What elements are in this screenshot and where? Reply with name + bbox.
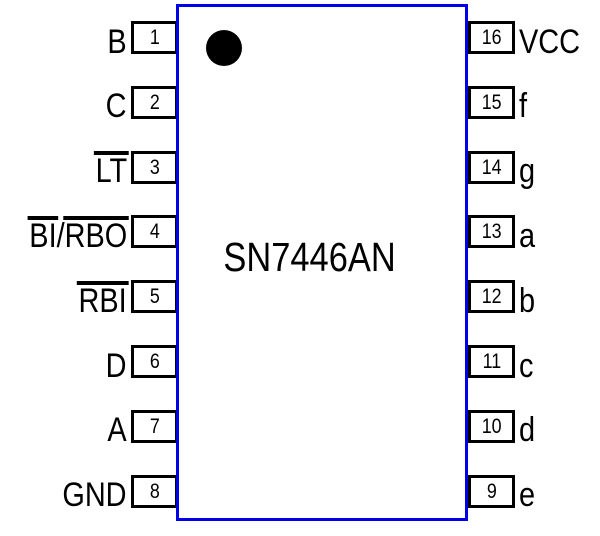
pin-label-vcc: VCC [519, 25, 580, 59]
pin-box-16: 16 [468, 21, 515, 54]
pin-box-13: 13 [468, 215, 515, 249]
label-part: f [519, 87, 528, 126]
pin-label-bi-rbo: BI/RBO [29, 219, 127, 253]
pin-box-5: 5 [131, 280, 178, 314]
pin-number-13: 13 [481, 220, 502, 244]
label-part-overlined: BI [29, 216, 57, 255]
pin-box-15: 15 [468, 85, 515, 119]
label-part: D [106, 346, 127, 385]
pin-label-a: a [519, 219, 535, 253]
pin-number-1: 1 [149, 26, 160, 49]
pin-label-d: d [519, 413, 535, 447]
label-part: GND [62, 476, 127, 515]
pin-label-g: g [519, 154, 535, 188]
label-part: C [106, 87, 127, 126]
pin-label-lt: LT [95, 154, 127, 188]
pin-number-3: 3 [149, 155, 160, 179]
pin-box-9: 9 [468, 474, 515, 508]
pin-number-9: 9 [486, 479, 497, 503]
label-part: b [519, 281, 536, 320]
label-part-overlined: RBI [78, 281, 127, 320]
pin-number-11: 11 [482, 350, 501, 373]
pin-box-6: 6 [131, 345, 178, 378]
label-part: g [519, 152, 536, 191]
pin-number-16: 16 [481, 26, 502, 49]
pin-box-3: 3 [131, 150, 178, 184]
pin-number-12: 12 [481, 285, 502, 309]
chip-title-text: SN7446AN [223, 234, 397, 280]
pin-number-10: 10 [481, 414, 502, 438]
pin-box-2: 2 [131, 85, 178, 119]
label-part: / [56, 216, 65, 255]
pin1-indicator-dot [206, 30, 242, 66]
pin-number-15: 15 [481, 90, 502, 114]
pin-number-14: 14 [481, 155, 502, 179]
pin-label-b: B [108, 25, 127, 59]
pin-label-f: f [519, 89, 527, 123]
pin-number-6: 6 [149, 350, 160, 373]
pin-label-c: C [106, 89, 127, 123]
pin-box-12: 12 [468, 280, 515, 314]
pin-number-8: 8 [149, 479, 160, 503]
label-part-overlined: RBO [64, 216, 127, 255]
label-part: VCC [519, 22, 581, 61]
label-part-overlined: LT [95, 152, 127, 191]
label-part: d [519, 411, 536, 450]
pin-box-1: 1 [131, 21, 178, 54]
pin-box-10: 10 [468, 409, 515, 443]
pin-number-2: 2 [149, 90, 160, 114]
pin-box-14: 14 [468, 150, 515, 184]
pin-box-8: 8 [131, 474, 178, 508]
pin-box-11: 11 [468, 345, 515, 378]
label-part: B [107, 22, 127, 61]
label-part: c [519, 346, 534, 385]
label-part: A [107, 411, 127, 450]
pin-label-rbi: RBI [79, 284, 127, 318]
chip-title: SN7446AN [130, 237, 490, 278]
chip-body [176, 4, 468, 521]
pin-label-b: b [519, 284, 535, 318]
pin-box-7: 7 [131, 409, 178, 443]
pin-box-4: 4 [131, 215, 178, 249]
pin-number-7: 7 [149, 414, 160, 438]
pin-label-a: A [108, 413, 127, 447]
pin-label-c: c [519, 349, 533, 383]
pin-label-d: D [106, 349, 127, 383]
pin-label-e: e [519, 478, 535, 512]
pin-number-4: 4 [149, 220, 160, 244]
pin-label-gnd: GND [63, 478, 127, 512]
label-part: a [519, 216, 536, 255]
label-part: e [519, 476, 536, 515]
pin-number-5: 5 [149, 285, 160, 309]
